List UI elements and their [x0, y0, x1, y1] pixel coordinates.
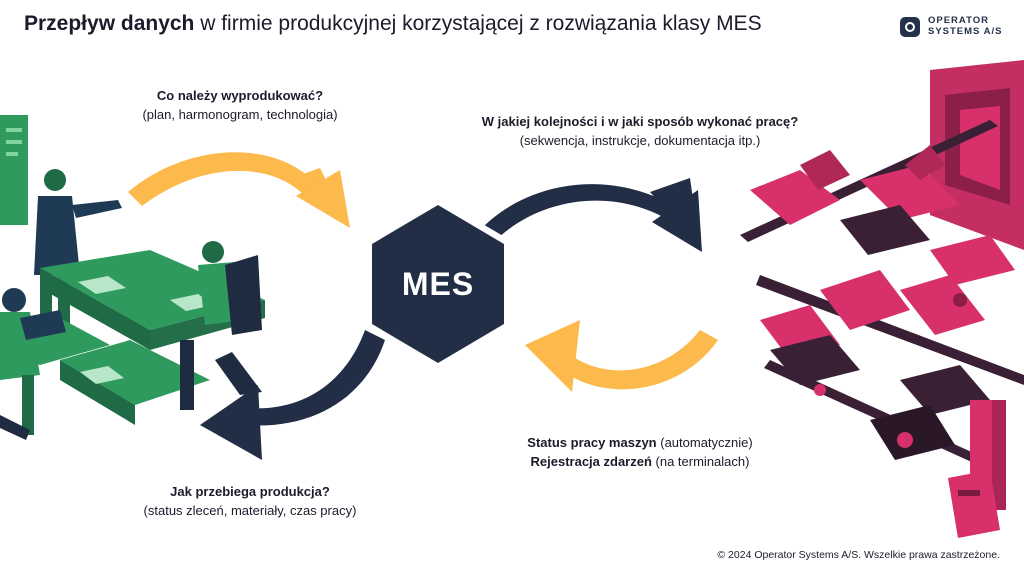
label-what-to-produce: Co należy wyprodukować? (plan, harmonogr… [110, 86, 370, 124]
robot-production-line-illustration [740, 60, 1024, 538]
arrow-mes-to-machines [482, 178, 702, 252]
copyright-footer: © 2024 Operator Systems A/S. Wszelkie pr… [717, 549, 1000, 561]
logo-line2: SYSTEMS A/S [928, 25, 1003, 37]
label-what-to-produce-title: Co należy wyprodukować? [156, 88, 324, 103]
machine-status-line2-normal: (na terminalach) [651, 454, 750, 469]
label-production-progress-detail: (status zleceń, materiały, czas pracy) [143, 503, 357, 518]
page-title: Przepływ danych w firmie produkcyjnej ko… [24, 12, 762, 36]
title-rest: w firmie produkcyjnej korzystającej z ro… [194, 12, 762, 35]
label-how-to-work-title: W jakiej kolejności i w jaki sposób wyko… [481, 114, 799, 129]
logo-mark-icon [900, 16, 920, 37]
machine-status-line2-bold: Rejestracja zdarzeń [530, 454, 652, 469]
label-what-to-produce-detail: (plan, harmonogram, technologia) [142, 107, 338, 122]
machine-status-line2: Rejestracja zdarzeń (na terminalach) [490, 452, 790, 471]
logo-text: OPERATOR SYSTEMS A/S [928, 15, 1003, 37]
label-production-progress: Jak przebiega produkcja? (status zleceń,… [100, 482, 400, 520]
mes-label: MES [401, 266, 475, 302]
label-machine-status: Status pracy maszyn (automatycznie) Reje… [490, 433, 790, 471]
machine-status-line1-normal: (automatycznie) [656, 435, 753, 450]
label-how-to-work-detail: (sekwencja, instrukcje, dokumentacja itp… [519, 133, 761, 148]
arrow-plan-to-mes [128, 152, 350, 228]
label-how-to-work: W jakiej kolejności i w jaki sposób wyko… [450, 112, 830, 150]
logo-line1: OPERATOR [928, 15, 989, 26]
arrow-mes-to-office [200, 330, 385, 460]
label-production-progress-title: Jak przebiega produkcja? [170, 484, 330, 499]
mes-hexagon [366, 198, 510, 370]
title-bold: Przepływ danych [24, 12, 195, 35]
office-team-illustration [0, 115, 265, 440]
arrow-machines-to-mes [525, 320, 718, 392]
machine-status-line1: Status pracy maszyn (automatycznie) [490, 433, 790, 452]
machine-status-line1-bold: Status pracy maszyn [527, 435, 657, 450]
company-logo: OPERATOR SYSTEMS A/S [900, 15, 1003, 37]
